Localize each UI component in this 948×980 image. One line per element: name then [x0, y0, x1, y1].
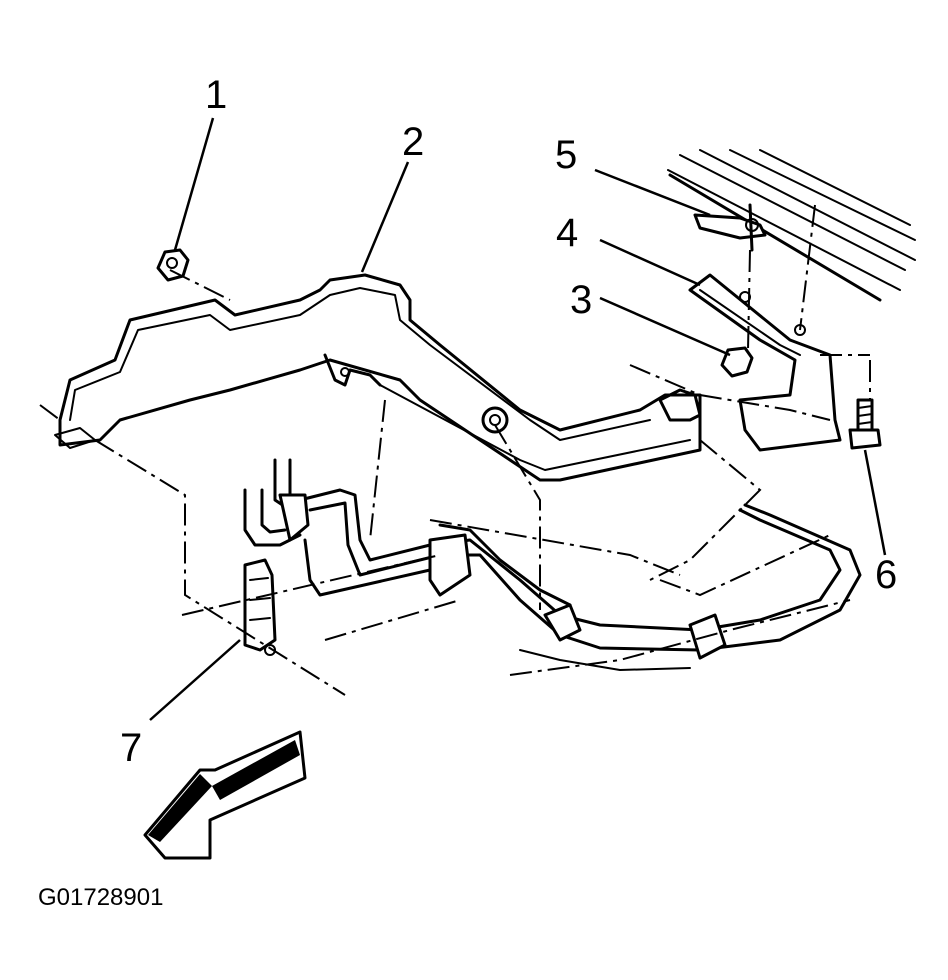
support-bracket	[688, 273, 842, 452]
clamp-icon	[243, 558, 277, 656]
callout-3: 3	[570, 278, 593, 322]
callout-1: 1	[205, 73, 228, 117]
callout-leaders	[149, 117, 887, 721]
transmission-pipes	[243, 458, 862, 671]
direction-arrow-icon	[143, 730, 307, 860]
heat-shield	[54, 273, 702, 482]
callout-6: 6	[875, 553, 898, 597]
callout-7: 7	[120, 726, 143, 770]
nut-icon	[156, 248, 190, 282]
frame-rail	[667, 149, 916, 302]
callout-2: 2	[402, 120, 425, 164]
bolt-icon	[848, 398, 882, 450]
callout-5: 5	[555, 133, 578, 177]
callout-4: 4	[556, 211, 579, 255]
figure-code: G01728901	[38, 884, 164, 911]
assembly-centerlines	[39, 204, 871, 696]
clip-icon	[693, 203, 767, 252]
